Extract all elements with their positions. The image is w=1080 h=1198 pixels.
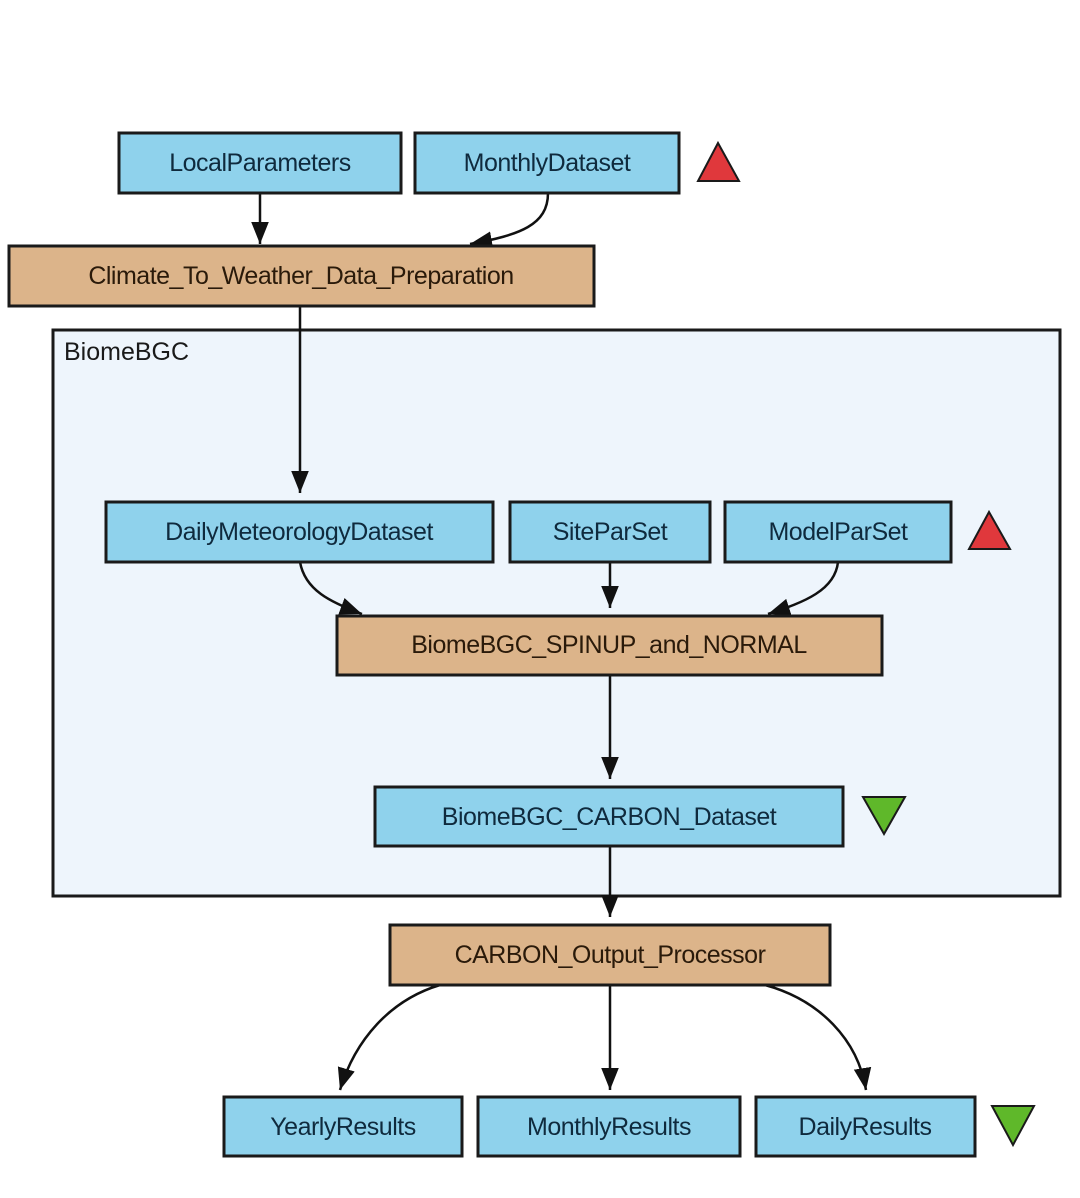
node-monthly-results[interactable]: MonthlyResults [476,1095,742,1158]
node-local-parameters[interactable]: LocalParameters [117,131,403,195]
node-carbon-output-processor[interactable]: CARBON_Output_Processor [388,923,832,987]
node-label: BiomeBGC_SPINUP_and_NORMAL [411,631,807,659]
node-model-par-set[interactable]: ModelParSet [723,500,953,564]
node-label: CARBON_Output_Processor [455,941,766,969]
node-biomebgc-carbon-dataset[interactable]: BiomeBGC_CARBON_Dataset [373,785,845,848]
edges [251,192,872,1091]
node-monthly-dataset[interactable]: MonthlyDataset [413,131,681,195]
edge-dailymeteorology-to-spinup [298,561,363,616]
edge-processor-to-dailyresults [764,983,872,1091]
node-daily-meteorology-dataset[interactable]: DailyMeteorologyDataset [104,500,495,564]
node-site-par-set[interactable]: SiteParSet [508,500,712,564]
edge-processor-to-yearlyresults [337,983,441,1091]
node-label: DailyResults [799,1113,932,1141]
node-label: LocalParameters [169,149,350,177]
node-label: SiteParSet [553,518,668,546]
edge-monthlydataset-to-climateprep [469,192,550,249]
cluster-label: BiomeBGC [64,338,189,366]
node-daily-results[interactable]: DailyResults [754,1095,977,1158]
node-label: YearlyResults [270,1113,415,1141]
node-label: Climate_To_Weather_Data_Preparation [88,262,513,290]
node-label: DailyMeteorologyDataset [165,518,433,546]
node-label: BiomeBGC_CARBON_Dataset [442,803,777,831]
node-yearly-results[interactable]: YearlyResults [222,1095,464,1158]
output-marker-icon [861,796,907,837]
input-marker-icon [696,140,741,182]
node-label: MonthlyResults [527,1113,691,1141]
edge-modelparset-to-spinup [767,561,840,616]
output-marker-icon [990,1105,1036,1148]
node-label: MonthlyDataset [464,149,631,177]
node-biomebgc-spinup-and-normal[interactable]: BiomeBGC_SPINUP_and_NORMAL [335,614,884,677]
node-climate-to-weather-data-preparation[interactable]: Climate_To_Weather_Data_Preparation [7,244,596,308]
input-marker-icon [967,509,1012,550]
node-label: ModelParSet [768,518,908,546]
